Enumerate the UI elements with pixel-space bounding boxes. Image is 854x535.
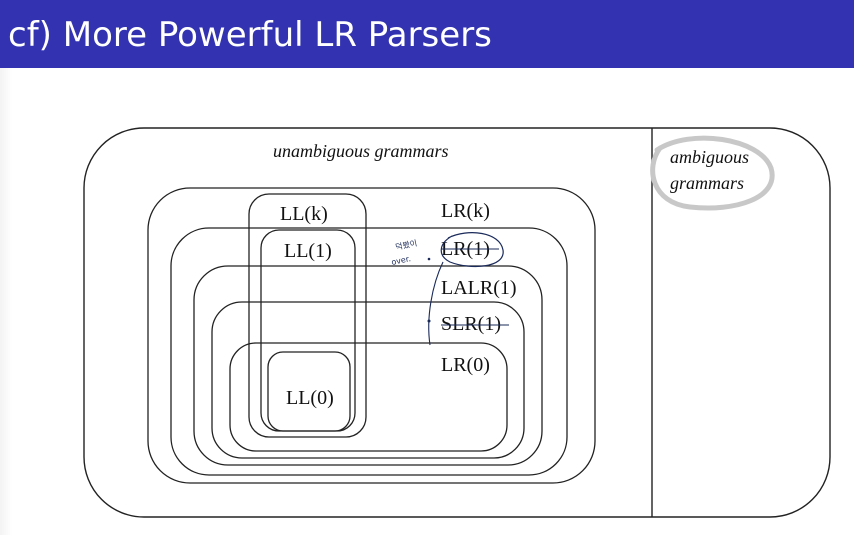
handwritten-note-line1: 덕봤이 bbox=[394, 238, 418, 252]
pen-dot-slr bbox=[427, 319, 431, 323]
lr-0-label: LR(0) bbox=[441, 354, 490, 376]
slr-1-label: SLR(1) bbox=[441, 313, 501, 335]
ll-k-label: LL(k) bbox=[280, 203, 328, 225]
lalr-1-label: LALR(1) bbox=[441, 277, 517, 299]
outer-grammar-box bbox=[83, 127, 831, 518]
left-shade bbox=[0, 68, 12, 535]
lr-k-set bbox=[147, 187, 596, 484]
title-bar: cf) More Powerful LR Parsers bbox=[0, 0, 854, 68]
lalr-1-set bbox=[193, 265, 543, 466]
ambiguous-highlight-circle bbox=[650, 135, 775, 211]
slide-title: cf) More Powerful LR Parsers bbox=[8, 15, 492, 55]
ll-1-label: LL(1) bbox=[284, 240, 332, 262]
ll-0-set bbox=[267, 351, 351, 432]
ll-0-label: LL(0) bbox=[286, 387, 334, 409]
ambiguous-label-line2: grammars bbox=[670, 173, 744, 193]
lr-1-set bbox=[170, 227, 568, 476]
unambiguous-label: unambiguous grammars bbox=[273, 141, 449, 161]
pen-connector-stroke bbox=[428, 261, 444, 346]
ambiguous-label-line1: ambiguous bbox=[670, 147, 749, 167]
ll-k-set bbox=[248, 193, 367, 438]
slr-1-set bbox=[211, 301, 525, 459]
pen-dot-lr1 bbox=[427, 257, 431, 261]
lr-0-set bbox=[229, 342, 508, 452]
lr-k-label: LR(k) bbox=[441, 200, 490, 222]
lr-1-pen-circle bbox=[440, 232, 504, 268]
handwritten-note-line2: over. bbox=[391, 254, 412, 267]
